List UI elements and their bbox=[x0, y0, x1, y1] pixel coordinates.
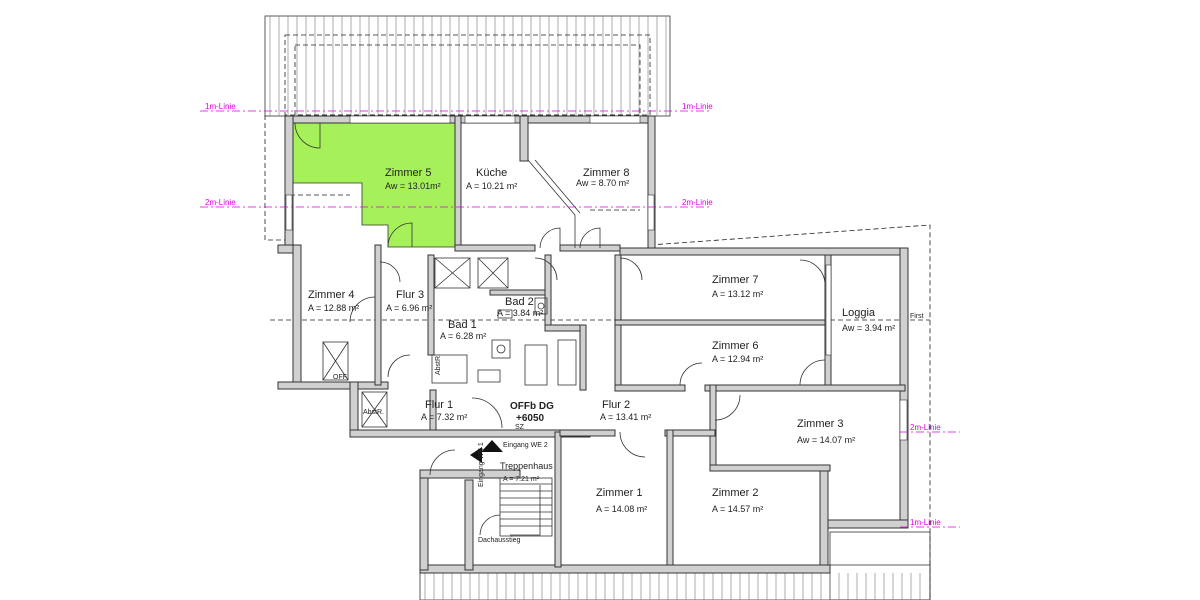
kitchen-counter bbox=[527, 159, 576, 248]
zimmer4-area: A = 12.88 m² bbox=[308, 303, 359, 313]
room-labels: Zimmer 5 Aw = 13.01m² Küche A = 10.21 m²… bbox=[308, 167, 895, 544]
treppenhaus-name[interactable]: Treppenhaus bbox=[500, 461, 553, 471]
shafts bbox=[322, 257, 509, 428]
zimmer2-area: A = 14.57 m² bbox=[712, 504, 763, 514]
label-1m-lower: 1m-Linie bbox=[910, 518, 941, 527]
eingang-we2-label: Eingang WE 2 bbox=[503, 442, 548, 449]
flur3-name[interactable]: Flur 3 bbox=[396, 289, 424, 301]
zimmer3-area: Aw = 14.07 m² bbox=[797, 435, 855, 445]
bad1-name[interactable]: Bad 1 bbox=[448, 319, 477, 331]
flur2-name[interactable]: Flur 2 bbox=[602, 399, 630, 411]
bad1-area: A = 6.28 m² bbox=[440, 331, 486, 341]
bad2-name[interactable]: Bad 2 bbox=[505, 296, 534, 308]
abstr-label-2: AbstR. bbox=[435, 354, 442, 375]
zimmer8-name[interactable]: Zimmer 8 bbox=[583, 167, 629, 179]
sz-label: SZ bbox=[515, 424, 525, 431]
label-1m-right: 1m-Linie bbox=[682, 102, 713, 111]
loggia-area: Aw = 3.94 m² bbox=[842, 323, 895, 333]
zimmer1-name[interactable]: Zimmer 1 bbox=[596, 487, 642, 499]
flur1-name[interactable]: Flur 1 bbox=[425, 399, 453, 411]
zimmer7-area: A = 13.12 m² bbox=[712, 289, 763, 299]
kueche-name[interactable]: Küche bbox=[476, 167, 507, 179]
ofk-label: OFF bbox=[333, 374, 347, 381]
loggia-name[interactable]: Loggia bbox=[842, 307, 876, 319]
treppenhaus-area: A = 7.21 m² bbox=[503, 476, 540, 483]
roof-top bbox=[264, 15, 671, 117]
zimmer4-name[interactable]: Zimmer 4 bbox=[308, 289, 354, 301]
height-lines: 1m-Linie 1m-Linie 2m-Linie 2m-Linie 2m-L… bbox=[200, 102, 960, 528]
kueche-area: A = 10.21 m² bbox=[466, 181, 517, 191]
dachausstieg-label: Dachausstieg bbox=[478, 537, 521, 544]
stairs bbox=[499, 477, 553, 537]
label-2m-left: 2m-Linie bbox=[205, 198, 236, 207]
zimmer6-name[interactable]: Zimmer 6 bbox=[712, 340, 758, 352]
zimmer7-name[interactable]: Zimmer 7 bbox=[712, 274, 758, 286]
doors bbox=[294, 122, 826, 536]
label-first: First bbox=[910, 313, 924, 320]
flur1-area: A = 7.32 m² bbox=[421, 412, 467, 422]
zimmer6-area: A = 12.94 m² bbox=[712, 354, 763, 364]
guide-dashes bbox=[264, 115, 931, 600]
entrance-arrow bbox=[481, 440, 503, 452]
label-1m-left: 1m-Linie bbox=[205, 102, 236, 111]
abstr-label-1: AbstR. bbox=[363, 409, 384, 416]
level-value: +6050 bbox=[516, 413, 545, 424]
zimmer8-area: Aw = 8.70 m² bbox=[576, 178, 629, 188]
eingang-we1-label: Eingang WE 1 bbox=[478, 442, 485, 487]
zimmer1-area: A = 14.08 m² bbox=[596, 504, 647, 514]
zimmer2-name[interactable]: Zimmer 2 bbox=[712, 487, 758, 499]
zimmer3-name[interactable]: Zimmer 3 bbox=[797, 418, 843, 430]
sanitary bbox=[431, 297, 577, 386]
zimmer5-area: Aw = 13.01m² bbox=[385, 181, 441, 191]
level-name: OFFb DG bbox=[510, 401, 554, 412]
flur3-area: A = 6.96 m² bbox=[386, 303, 432, 313]
zimmer5-name[interactable]: Zimmer 5 bbox=[385, 167, 431, 179]
windows bbox=[285, 115, 908, 441]
label-2m-lower: 2m-Linie bbox=[910, 423, 941, 432]
flur2-area: A = 13.41 m² bbox=[600, 412, 651, 422]
label-2m-right: 2m-Linie bbox=[682, 198, 713, 207]
bad2-area: A = 3.84 m² bbox=[497, 308, 543, 318]
